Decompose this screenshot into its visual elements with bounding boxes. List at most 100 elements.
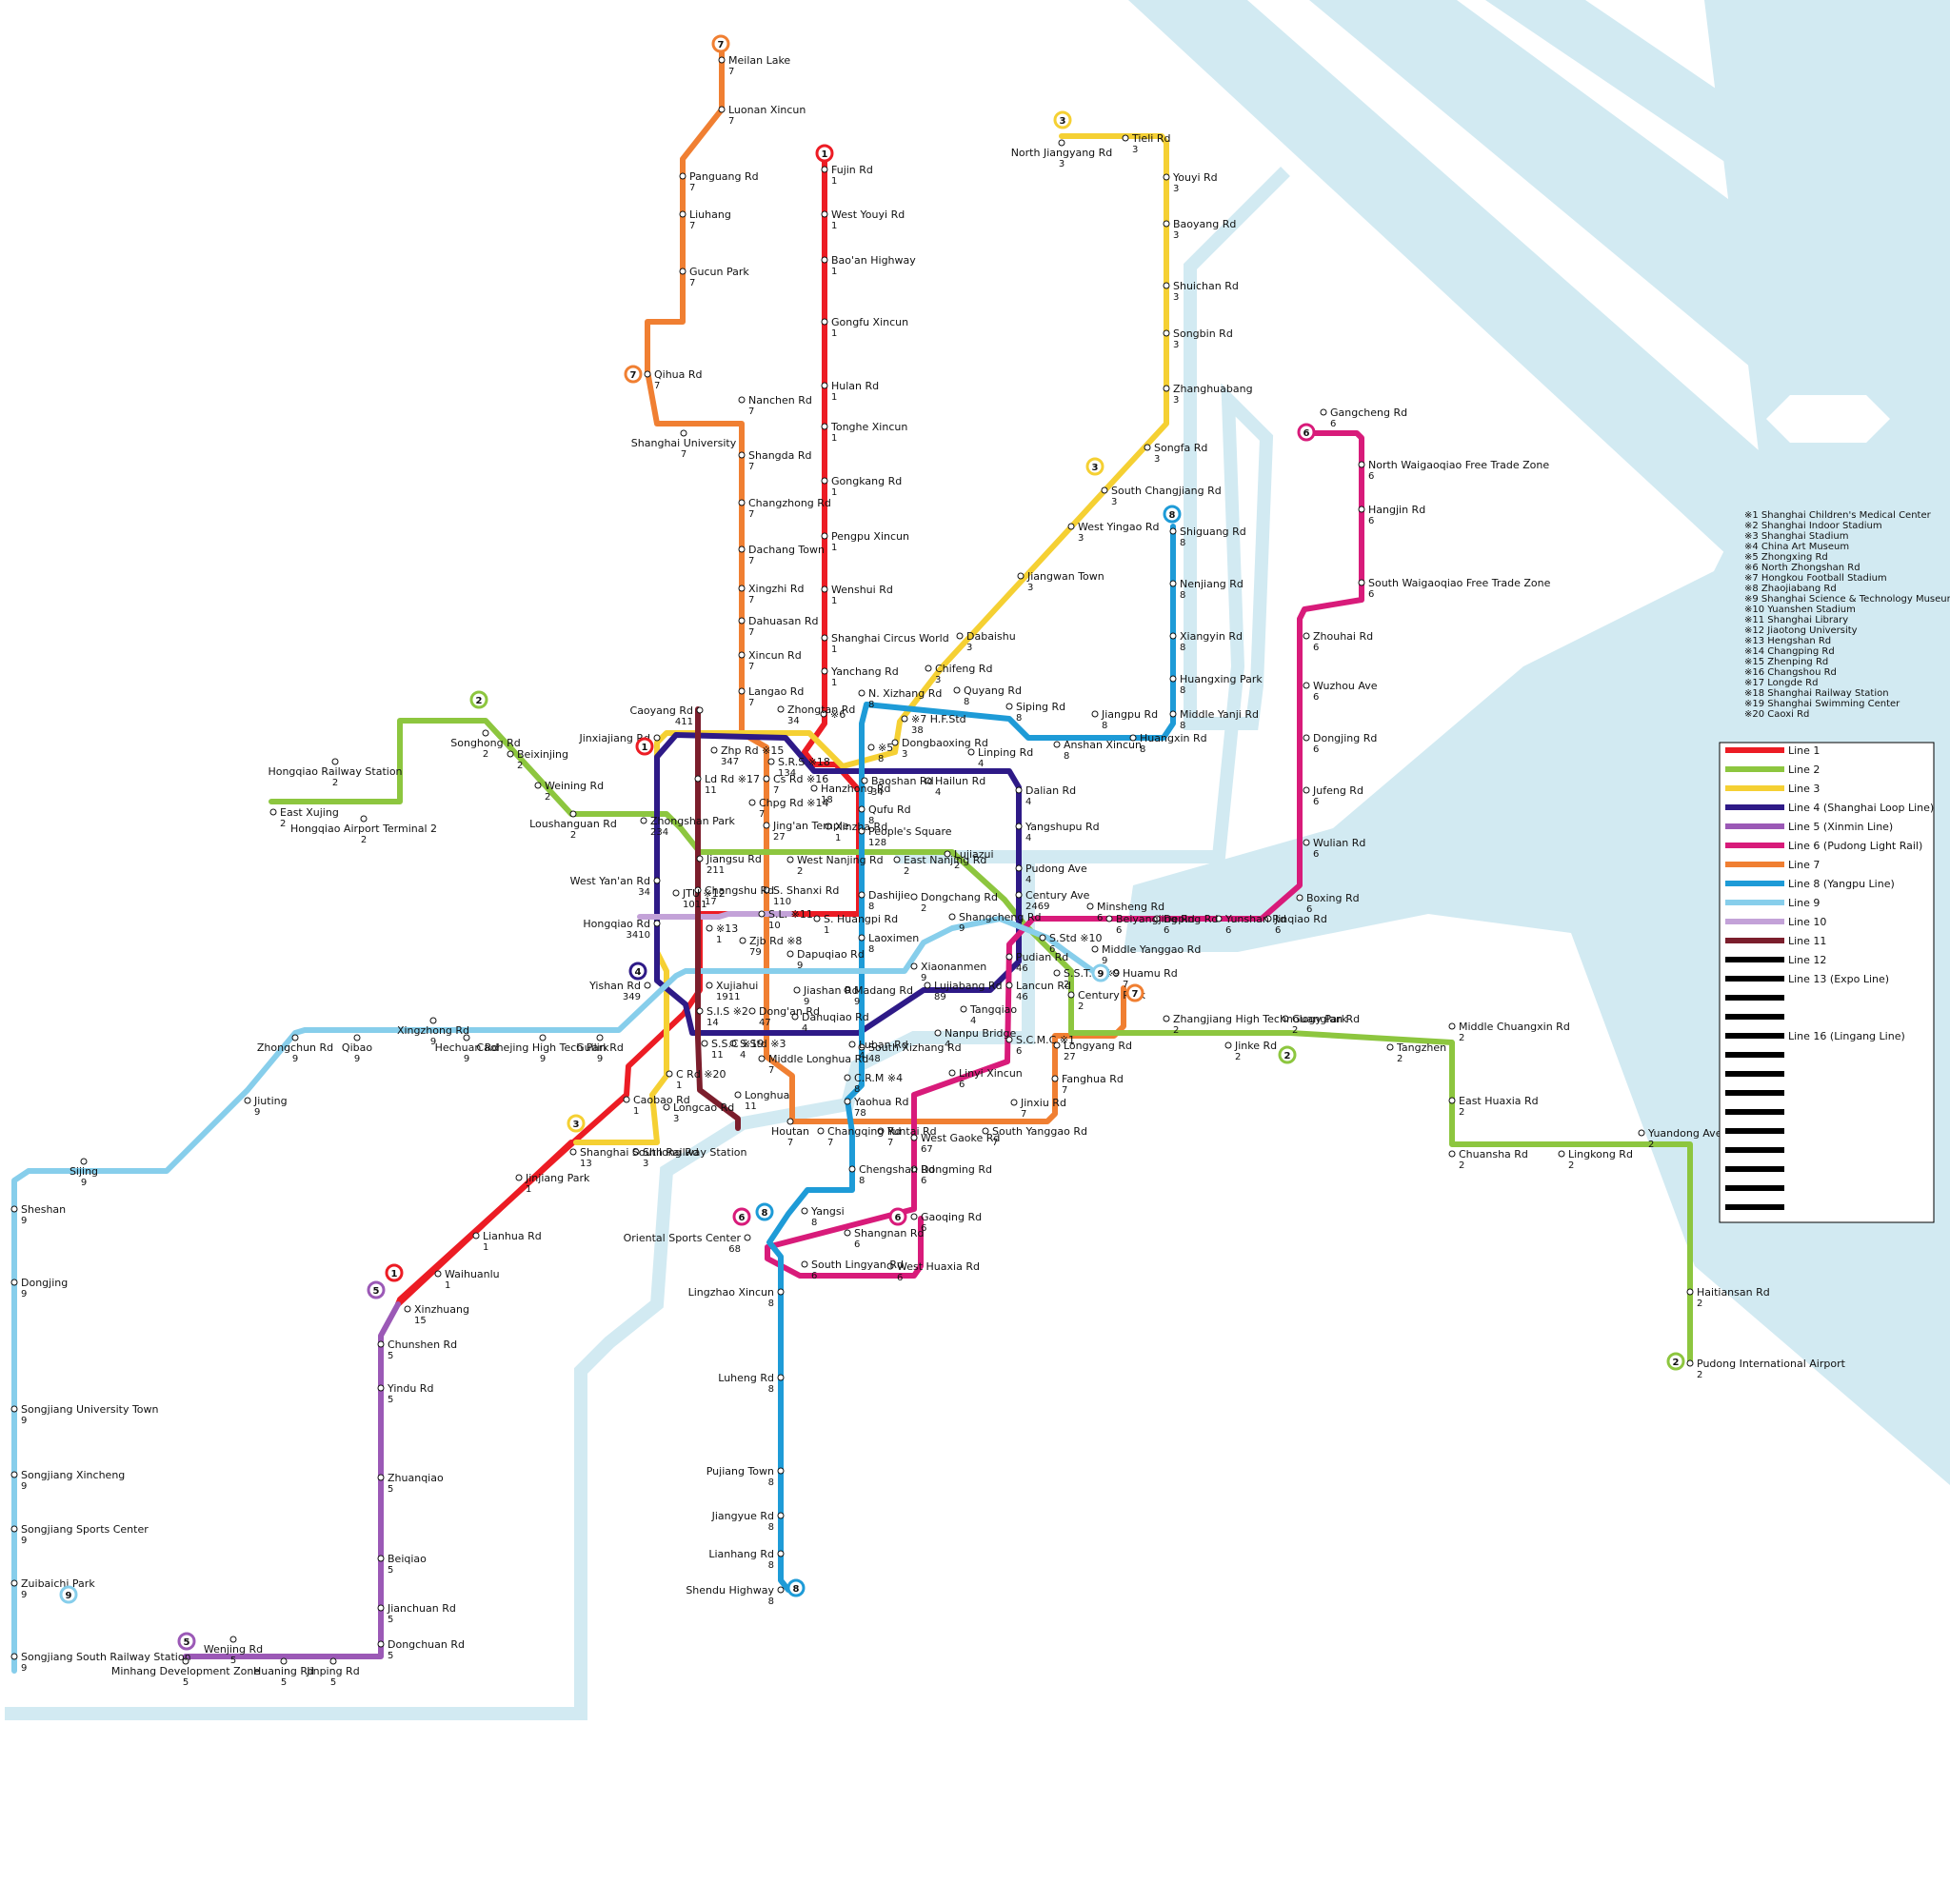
station-dot-danuqiao-rd[interactable]	[791, 1013, 799, 1021]
station-dot-c-rd-20[interactable]	[666, 1070, 673, 1078]
station-dot-gaoqing-rd[interactable]	[910, 1213, 918, 1220]
station-dot-baoshan-rd[interactable]	[861, 777, 868, 784]
station-dot-beiqiao[interactable]	[377, 1555, 385, 1562]
station-dot-guanglan-rd[interactable]	[1282, 1015, 1289, 1022]
station-dot-dashijie[interactable]	[858, 891, 866, 899]
station-dot-south-changjiang-rd[interactable]	[1101, 486, 1108, 494]
station-dot-baoyang-rd[interactable]	[1163, 220, 1170, 228]
station-dot-west-youyi-rd[interactable]	[821, 210, 828, 218]
station-dot-sijing[interactable]	[80, 1158, 88, 1165]
station-dot-jufeng-rd[interactable]	[1303, 786, 1310, 794]
station-dot-anshan-xincun[interactable]	[1053, 741, 1061, 748]
station-dot-jianchuan-rd[interactable]	[377, 1604, 385, 1612]
station-dot-luheng-rd[interactable]	[777, 1374, 785, 1381]
station-dot-xingzhong-rd[interactable]	[429, 1017, 437, 1024]
station-dot-minhang-development-zone[interactable]	[182, 1657, 189, 1665]
station-dot-fujin-rd[interactable]	[821, 166, 828, 173]
station-dot-century-ave[interactable]	[1015, 891, 1023, 899]
station-dot-nanchen-rd[interactable]	[738, 396, 746, 404]
station-dot-west-yingao-rd[interactable]	[1067, 523, 1075, 530]
station-dot-tieli-rd[interactable]	[1122, 134, 1129, 142]
station-dot-hongqiao-railway-station[interactable]	[331, 758, 339, 765]
station-dot-huamu-rd[interactable]	[1112, 969, 1120, 977]
station-dot-pudong-international-airport[interactable]	[1686, 1359, 1694, 1367]
station-dot-songfa-rd[interactable]	[1144, 444, 1151, 451]
station-dot-middle-chuangxin-rd[interactable]	[1448, 1022, 1456, 1030]
station-dot-haitiansan-rd[interactable]	[1686, 1288, 1694, 1296]
station-dot-east-nanjing-rd[interactable]	[893, 856, 901, 863]
station-dot-dachang-town[interactable]	[738, 545, 746, 553]
station-dot-jiangwan-town[interactable]	[1017, 572, 1025, 580]
station-dot-people-s-square[interactable]	[858, 827, 866, 835]
station-dot-loushanguan-rd[interactable]	[569, 810, 577, 818]
station-dot-lingkong-rd[interactable]	[1558, 1150, 1565, 1158]
station-dot-c-r-m-4[interactable]	[844, 1074, 851, 1081]
station-dot-longhua[interactable]	[734, 1091, 742, 1099]
station-dot-south-xizhang-rd[interactable]	[858, 1043, 866, 1051]
station-dot-west-huaxia-rd[interactable]	[886, 1262, 894, 1270]
station-dot-shangcheng-rd[interactable]	[948, 913, 956, 921]
station-dot-meilan-lake[interactable]	[718, 56, 726, 64]
station-dot-shanghai-south-railway-station[interactable]	[569, 1148, 577, 1156]
station-dot-zhongchun-rd[interactable]	[291, 1034, 299, 1041]
station-dot-waihuanlu[interactable]	[434, 1270, 442, 1278]
station-dot-century-park[interactable]	[1067, 991, 1075, 999]
station-dot-caobao-rd[interactable]	[623, 1096, 630, 1103]
station-dot-cs-rd-16[interactable]	[763, 775, 770, 783]
station-dot-north-jiangyang-rd[interactable]	[1058, 139, 1065, 147]
station-dot-zuibaichi-park[interactable]	[10, 1579, 18, 1587]
station-dot-pujiang-town[interactable]	[777, 1467, 785, 1475]
station-dot-xinzha-rd[interactable]	[825, 823, 832, 830]
station-dot-s-r-s-18[interactable]	[767, 758, 775, 765]
station-dot-south-lingyan-rd[interactable]	[801, 1260, 808, 1268]
station-dot-yangshupu-rd[interactable]	[1015, 823, 1023, 830]
station-dot-shangnan-rd[interactable]	[844, 1229, 851, 1237]
station-dot-dongchang-rd[interactable]	[910, 893, 918, 901]
station-dot-boxing-rd[interactable]	[1296, 894, 1303, 902]
station-dot-6[interactable]	[820, 710, 827, 718]
station-dot-5[interactable]	[867, 744, 875, 751]
station-dot-chuansha-rd[interactable]	[1448, 1150, 1456, 1158]
station-dot-yanchang-rd[interactable]	[821, 667, 828, 675]
station-dot-qufu-rd[interactable]	[858, 805, 866, 813]
station-dot-siping-rd[interactable]	[1005, 703, 1013, 710]
station-dot-wulian-rd[interactable]	[1303, 839, 1310, 846]
station-dot-qibao[interactable]	[353, 1034, 361, 1041]
station-dot-deping-rd[interactable]	[1153, 915, 1161, 922]
station-dot-linping-rd[interactable]	[967, 748, 975, 756]
station-dot-yuntai-rd[interactable]	[877, 1127, 885, 1135]
station-dot-songjiang-south-railway-station[interactable]	[10, 1653, 18, 1660]
station-dot-bao-an-highway[interactable]	[821, 256, 828, 264]
station-dot-jiangsu-rd[interactable]	[696, 855, 704, 863]
station-dot-gucun-park[interactable]	[679, 268, 686, 275]
station-dot-zhongshan-park[interactable]	[640, 817, 647, 824]
station-dot-songjiang-xincheng[interactable]	[10, 1471, 18, 1478]
station-dot-n-xizhang-rd[interactable]	[858, 689, 866, 697]
station-dot-jinke-rd[interactable]	[1224, 1041, 1232, 1049]
station-dot-zhanghuabang[interactable]	[1163, 385, 1170, 392]
station-dot-guilin-rd[interactable]	[596, 1034, 604, 1041]
station-dot-west-gaoke-rd[interactable]	[910, 1134, 918, 1141]
station-dot-jinxiajiang-rd[interactable]	[653, 734, 661, 742]
station-dot-pudian-rd[interactable]	[1005, 953, 1013, 961]
station-dot-dalian-rd[interactable]	[1015, 786, 1023, 794]
station-dot-luonan-xincun[interactable]	[718, 106, 726, 113]
station-dot-shanghai-university[interactable]	[680, 429, 687, 437]
station-dot-hechuan-rd[interactable]	[463, 1034, 470, 1041]
station-dot-huaning-rd[interactable]	[280, 1657, 288, 1665]
station-dot-s-s-c-19[interactable]	[701, 1040, 708, 1047]
station-dot-minsheng-rd[interactable]	[1086, 902, 1094, 910]
station-dot-jiangyue-rd[interactable]	[777, 1512, 785, 1519]
station-dot-zhongtan-rd[interactable]	[777, 705, 785, 713]
station-dot-dongchuan-rd[interactable]	[377, 1640, 385, 1648]
station-dot-luban-rd[interactable]	[848, 1041, 856, 1048]
station-dot-gongkang-rd[interactable]	[821, 477, 828, 485]
station-dot-chengshan-rd[interactable]	[848, 1165, 856, 1173]
station-dot-13[interactable]	[706, 924, 713, 932]
station-dot-jinping-rd[interactable]	[329, 1657, 337, 1665]
station-dot-xiaonanmen[interactable]	[910, 962, 918, 970]
station-dot-s-huangpi-rd[interactable]	[813, 915, 821, 922]
station-dot-s-std-10[interactable]	[1039, 934, 1046, 942]
station-dot-jtu-12[interactable]	[672, 889, 680, 897]
station-dot-east-huaxia-rd[interactable]	[1448, 1097, 1456, 1104]
